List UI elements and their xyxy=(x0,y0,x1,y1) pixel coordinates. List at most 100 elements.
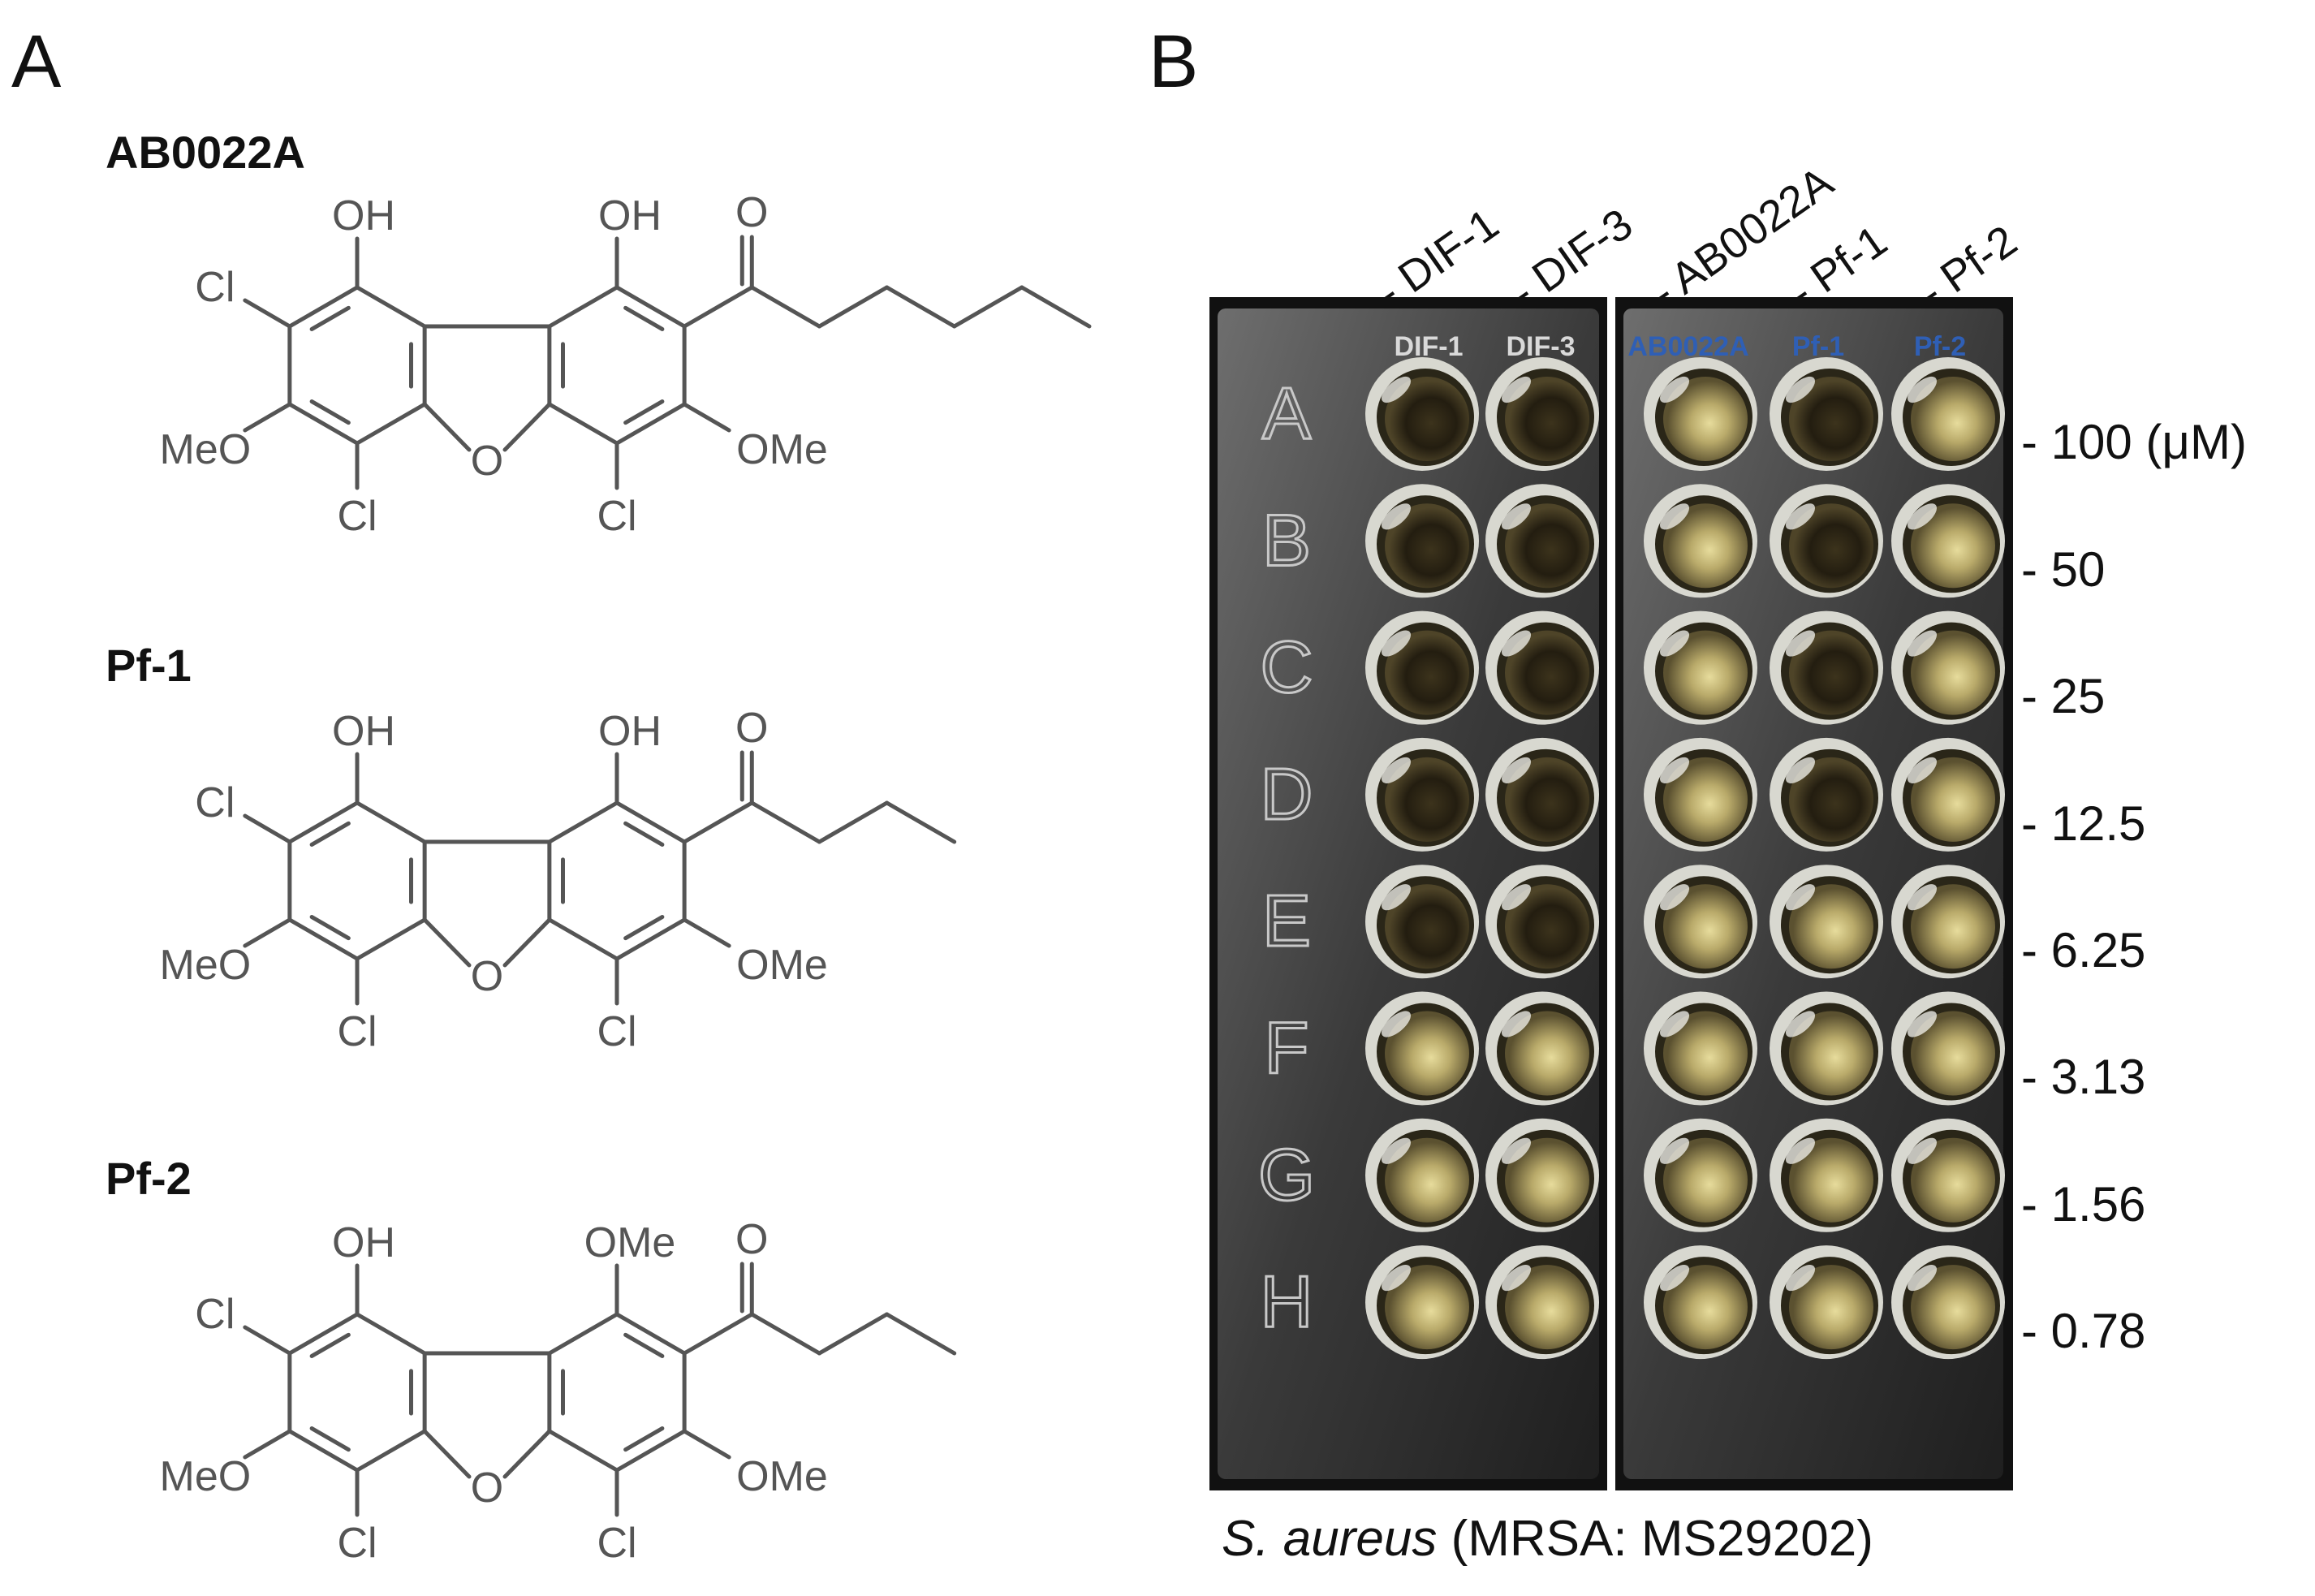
bond xyxy=(614,800,687,844)
bond xyxy=(817,800,890,844)
well-highlight xyxy=(1907,503,1938,530)
well xyxy=(1505,630,1589,715)
chlorine-label: Cl xyxy=(597,1008,636,1055)
well xyxy=(1385,503,1469,589)
bond xyxy=(309,821,351,847)
chlorine-label: Cl xyxy=(195,1291,235,1338)
well xyxy=(1385,757,1469,842)
methoxy-label: OMe xyxy=(736,1453,828,1500)
well xyxy=(1385,1011,1469,1096)
bond xyxy=(502,917,552,968)
well xyxy=(1385,1265,1469,1350)
well xyxy=(1911,503,1995,589)
well xyxy=(1911,1265,1995,1350)
bond xyxy=(623,821,665,847)
bond xyxy=(309,305,351,331)
bond xyxy=(817,1312,890,1356)
bond xyxy=(682,917,731,948)
bond xyxy=(422,402,472,452)
well xyxy=(1911,1011,1995,1096)
bond xyxy=(614,402,687,446)
well xyxy=(1789,1265,1873,1350)
well xyxy=(1663,1137,1748,1223)
panel-b-letter: B xyxy=(1149,20,1199,103)
bond xyxy=(355,800,427,844)
bond xyxy=(422,1429,472,1479)
well xyxy=(1505,1137,1589,1223)
well xyxy=(1789,884,1873,969)
bond xyxy=(243,917,292,948)
panel-a-letter: A xyxy=(11,20,62,103)
bond xyxy=(355,285,427,329)
well-highlight xyxy=(1659,376,1690,403)
well-highlight xyxy=(1785,1265,1816,1292)
well-highlight xyxy=(1785,757,1816,783)
well xyxy=(1663,377,1748,461)
bond xyxy=(885,800,957,844)
caption-strain: (MRSA: MS29202) xyxy=(1437,1511,1873,1567)
well xyxy=(1789,757,1873,842)
well-highlight xyxy=(1501,1011,1532,1037)
lid-writing: Pf-1 xyxy=(1792,331,1844,362)
bond xyxy=(547,917,619,961)
bond xyxy=(243,813,292,844)
well-highlight xyxy=(1381,1265,1412,1292)
bond xyxy=(623,1332,665,1358)
bond xyxy=(682,800,754,844)
bond xyxy=(623,399,665,425)
bond xyxy=(287,917,360,961)
bond xyxy=(287,1312,360,1356)
compound-name-pf-2: Pf-2 xyxy=(106,1153,192,1204)
well xyxy=(1505,377,1589,461)
row-letter: G xyxy=(1258,1135,1315,1216)
bond xyxy=(749,800,821,844)
row-letter: B xyxy=(1262,500,1311,581)
well xyxy=(1663,757,1748,842)
bond xyxy=(682,402,731,433)
carbonyl-oxygen: O xyxy=(735,1216,768,1263)
well xyxy=(1789,630,1873,715)
well-highlight xyxy=(1907,1137,1938,1164)
concentration-label: - 1.56 xyxy=(2021,1177,2146,1232)
bond xyxy=(422,917,472,968)
lid-writing: Pf-2 xyxy=(1914,331,1966,362)
furan-oxygen: O xyxy=(471,953,503,1000)
well-highlight xyxy=(1659,1265,1690,1292)
bond xyxy=(243,1325,292,1356)
well-highlight xyxy=(1381,884,1412,911)
well-highlight xyxy=(1659,884,1690,911)
well-highlight xyxy=(1907,884,1938,911)
well-highlight xyxy=(1501,884,1532,911)
well-highlight xyxy=(1381,757,1412,783)
concentration-label: - 0.78 xyxy=(2021,1304,2146,1358)
lid-writing: DIF-1 xyxy=(1395,331,1464,362)
well-highlight xyxy=(1501,630,1532,657)
well-highlight xyxy=(1659,503,1690,530)
methoxy-label: MeO xyxy=(160,426,252,473)
well xyxy=(1663,884,1748,969)
bond xyxy=(243,298,292,329)
well xyxy=(1385,1137,1469,1223)
plate-caption: S. aureus (MRSA: MS29202) xyxy=(1222,1510,1873,1568)
chlorine-label: Cl xyxy=(337,1520,377,1567)
bond xyxy=(243,402,292,433)
chlorine-label: Cl xyxy=(195,264,235,311)
well xyxy=(1789,503,1873,589)
bond xyxy=(952,285,1024,329)
compound-name-pf-1: Pf-1 xyxy=(106,640,192,691)
bond xyxy=(817,285,890,329)
chlorine-label: Cl xyxy=(597,493,636,540)
bond xyxy=(885,285,957,329)
well-highlight xyxy=(1907,757,1938,783)
bond xyxy=(1020,285,1092,329)
well-highlight xyxy=(1501,1265,1532,1292)
bond xyxy=(309,399,351,425)
concentration-label: - 12.5 xyxy=(2021,796,2146,851)
bond xyxy=(614,285,687,329)
well-highlight xyxy=(1785,1011,1816,1037)
well-highlight xyxy=(1785,376,1816,403)
chlorine-label: Cl xyxy=(337,493,377,540)
methoxy-label: MeO xyxy=(160,942,252,989)
